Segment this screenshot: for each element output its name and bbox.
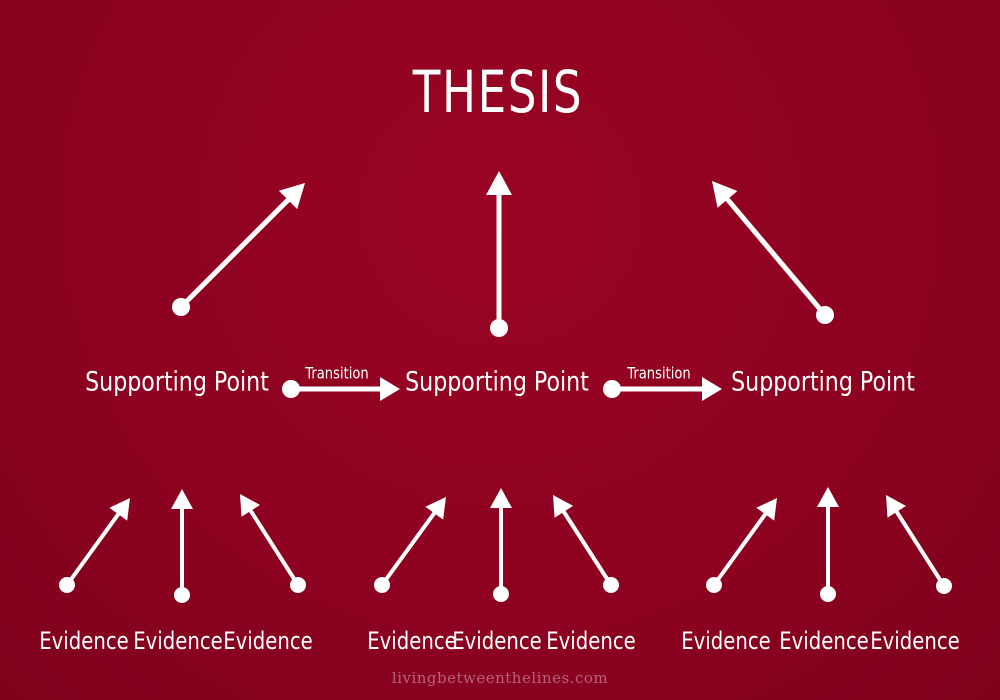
evidence-arrow-3-1-shaft xyxy=(712,511,769,587)
evidence-3-1: Evidence xyxy=(681,627,771,655)
thesis-arrow-1-shaft xyxy=(179,196,292,309)
evidence-arrow-3-2-head xyxy=(817,487,839,507)
evidence-arrow-3-1-head xyxy=(756,498,777,521)
evidence-arrow-1-2-head xyxy=(171,489,193,509)
evidence-1-1: Evidence xyxy=(39,627,129,655)
evidence-arrow-1-1 xyxy=(59,498,130,593)
evidence-arrow-2-2 xyxy=(490,488,512,602)
thesis-arrow-1 xyxy=(172,183,305,316)
transition-label-1: Transition xyxy=(305,363,369,383)
evidence-arrow-2-3-head xyxy=(553,495,574,518)
evidence-arrow-2-1-shaft xyxy=(380,510,438,587)
supporting-point-1: Supporting Point xyxy=(85,366,269,398)
watermark: livingbetweenthelines.com xyxy=(391,669,609,687)
thesis-arrow-3-shaft xyxy=(724,196,827,317)
supporting-point-2: Supporting Point xyxy=(405,366,589,398)
evidence-arrow-2-1-head xyxy=(425,497,446,520)
evidence-arrow-1-2 xyxy=(171,489,193,603)
evidence-2-3: Evidence xyxy=(546,627,636,655)
evidence-arrow-1-3-shaft xyxy=(247,508,300,587)
evidence-1-2: Evidence xyxy=(133,627,223,655)
thesis-arrow-3 xyxy=(712,181,834,324)
transition-arrow-2-head xyxy=(702,377,722,401)
transition-label-2: Transition xyxy=(627,363,691,383)
evidence-3-3: Evidence xyxy=(870,627,960,655)
evidence-arrow-1-1-head xyxy=(109,498,130,521)
thesis-title: THESIS xyxy=(412,58,584,126)
evidence-arrow-2-1 xyxy=(374,497,446,593)
evidence-arrow-3-3-head xyxy=(886,495,907,518)
thesis-arrow-1-head xyxy=(278,183,305,210)
thesis-arrow-2-head xyxy=(486,171,512,195)
evidence-arrow-2-3 xyxy=(553,495,619,593)
evidence-arrow-1-3-head xyxy=(240,494,261,517)
transition-arrow-2 xyxy=(603,377,722,401)
evidence-arrow-2-3-shaft xyxy=(561,509,613,587)
evidence-arrow-3-3-shaft xyxy=(893,509,946,588)
evidence-arrow-2-2-head xyxy=(490,488,512,508)
supporting-point-3: Supporting Point xyxy=(731,366,915,398)
thesis-arrow-3-head xyxy=(712,181,738,208)
evidence-1-3: Evidence xyxy=(223,627,313,655)
evidence-2-2: Evidence xyxy=(452,627,542,655)
transition-arrow-1 xyxy=(282,377,400,401)
evidence-arrow-3-3 xyxy=(886,495,952,594)
evidence-arrow-1-3 xyxy=(240,494,306,593)
evidence-arrow-3-1 xyxy=(706,498,777,593)
evidence-arrow-1-1-shaft xyxy=(65,511,122,587)
evidence-2-1: Evidence xyxy=(367,627,457,655)
evidence-arrow-3-2 xyxy=(817,487,839,602)
evidence-3-2: Evidence xyxy=(779,627,869,655)
transition-arrow-1-head xyxy=(380,377,400,401)
thesis-arrow-2 xyxy=(486,171,512,337)
